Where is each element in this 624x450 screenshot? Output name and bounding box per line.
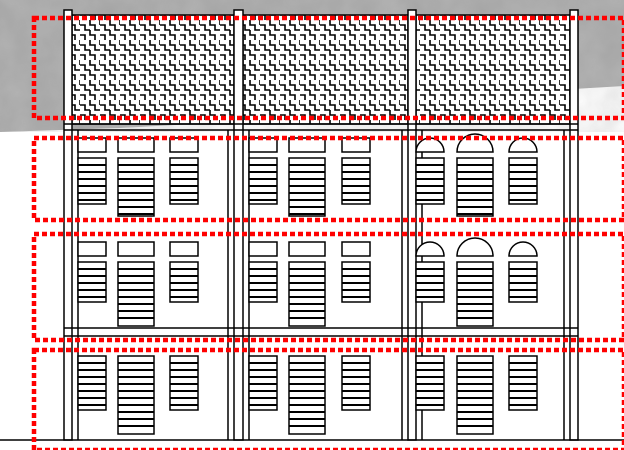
- window-frame: [117, 261, 155, 327]
- window-sash: [77, 355, 107, 411]
- window-head-panel: [117, 241, 155, 257]
- parapet-lattice-panel: [71, 14, 235, 125]
- window-head-panel: [117, 137, 155, 153]
- window-head-panel: [248, 241, 278, 257]
- window-sash: [248, 355, 278, 411]
- window-sash: [341, 157, 371, 205]
- window-sash: [169, 261, 199, 303]
- window-frame: [456, 261, 494, 327]
- window-sash: [508, 157, 538, 205]
- window-sash: [248, 157, 278, 205]
- window-sash: [117, 355, 155, 435]
- window-sash: [288, 355, 326, 435]
- window-sash: [415, 355, 445, 411]
- highlight-boxes: [31, 15, 624, 450]
- window-frame: [288, 261, 326, 327]
- window-frame: [288, 355, 326, 435]
- window-sash: [415, 157, 445, 205]
- parapet-lattice-panel: [415, 14, 571, 125]
- window-sash: [415, 261, 445, 303]
- window-sash: [248, 261, 278, 303]
- highlight-box: [31, 231, 624, 343]
- arched-window-head: [415, 137, 445, 153]
- parapet-lattice-panel: [242, 14, 409, 125]
- window-head-panel: [169, 241, 199, 257]
- window-sash: [288, 261, 326, 327]
- window-sash: [341, 261, 371, 303]
- parapet-lattice: [71, 14, 571, 125]
- window-sash: [77, 157, 107, 205]
- window-sash: [508, 261, 538, 303]
- window-head-panel: [77, 241, 107, 257]
- window-head-panel: [169, 137, 199, 153]
- window-sash: [288, 157, 326, 217]
- highlight-box: [31, 15, 624, 121]
- window-sash: [456, 355, 494, 435]
- structural-post: [569, 9, 579, 441]
- structural-post: [407, 9, 417, 441]
- window-sash: [456, 261, 494, 327]
- arched-window-head: [508, 241, 538, 257]
- highlight-box: [31, 347, 624, 450]
- window-frame: [117, 355, 155, 435]
- window-sash: [169, 157, 199, 205]
- window-sash: [341, 355, 371, 411]
- arched-window-head: [415, 241, 445, 257]
- window-group: [77, 133, 538, 435]
- arched-window-head: [456, 237, 494, 257]
- window-sash: [456, 157, 494, 217]
- window-sash: [117, 261, 155, 327]
- window-sash: [508, 355, 538, 411]
- structural-post: [233, 9, 244, 441]
- structural-post: [63, 9, 73, 441]
- window-head-panel: [341, 241, 371, 257]
- window-sash: [77, 261, 107, 303]
- window-frame: [456, 355, 494, 435]
- window-sash: [117, 157, 155, 217]
- window-sash: [169, 355, 199, 411]
- window-head-panel: [288, 241, 326, 257]
